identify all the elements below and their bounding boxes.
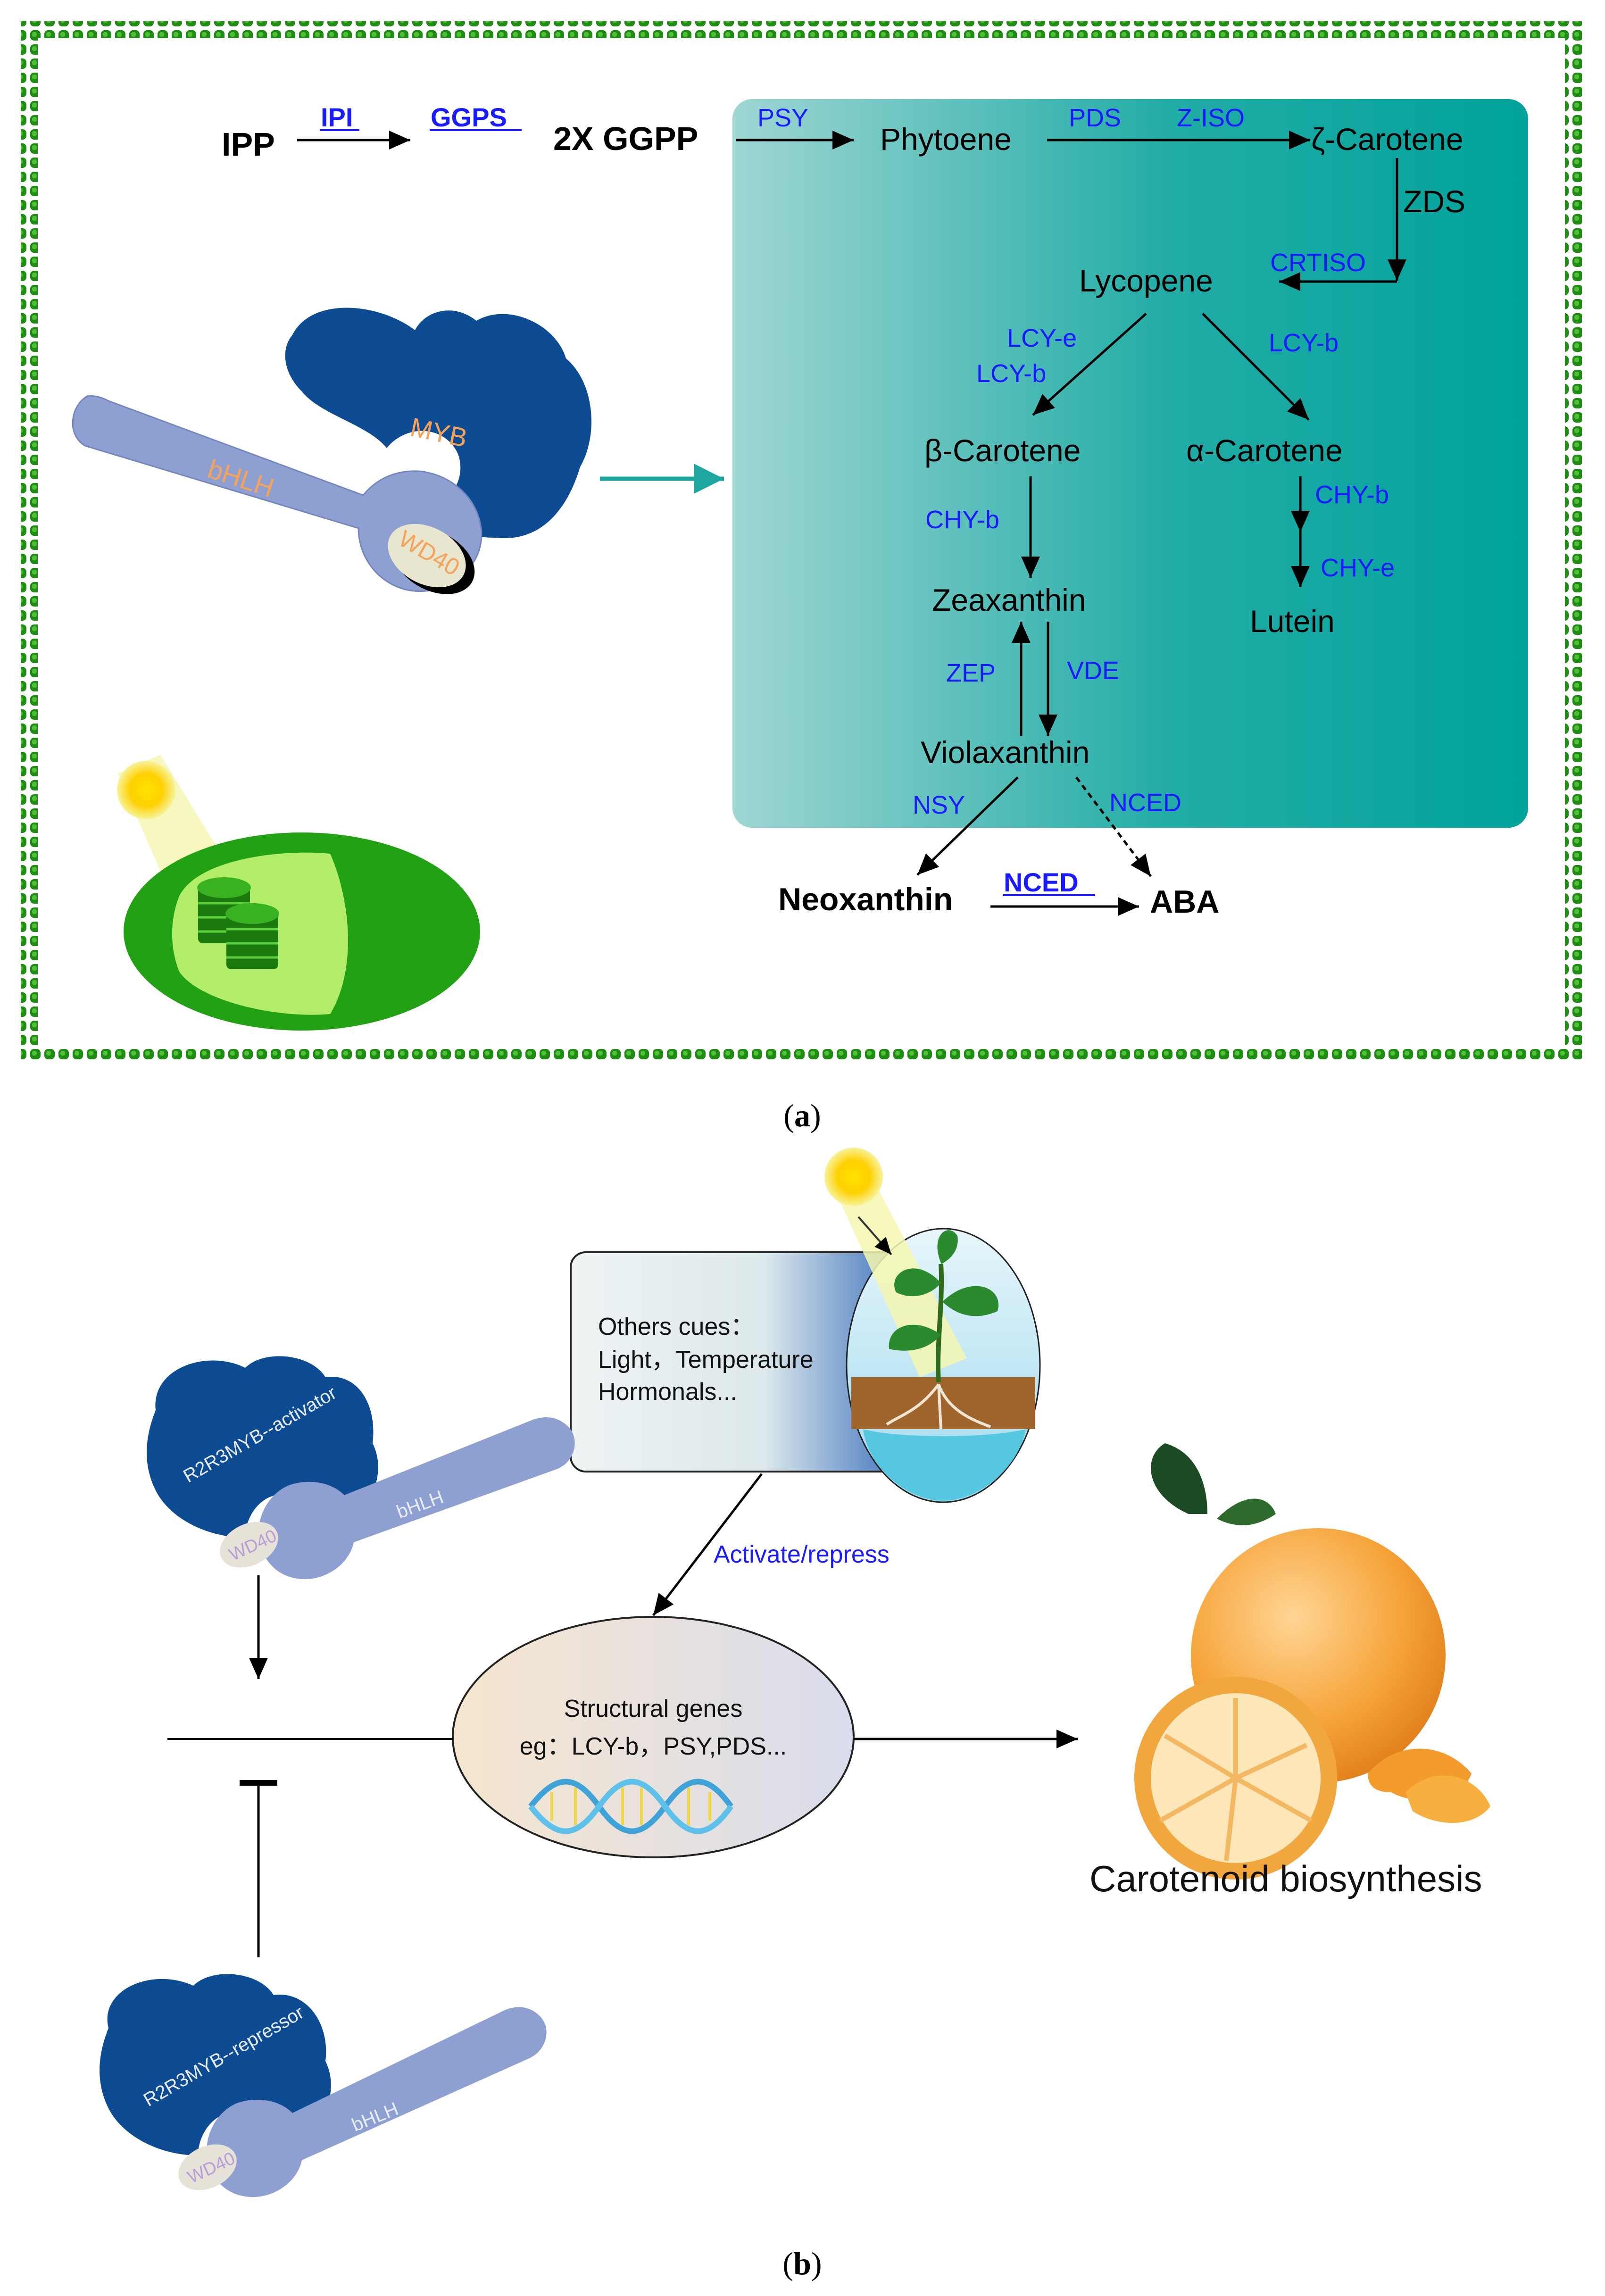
carotenoid-biosynthesis-label: Carotenoid biosynthesis [1089,1858,1482,1899]
sun-icon [824,1148,883,1206]
grana-stack-icon [197,877,279,969]
zeaxanthin-label: Zeaxanthin [932,582,1086,617]
panel-a: IPP IPI GGPS 2X GGPP PSY Phytoene PDS Z-… [21,21,1582,1063]
activate-repress-label: Activate/repress [714,1541,890,1568]
nced-label: NCED [1004,867,1079,897]
sun-ray-beam [830,1160,967,1377]
ipi-label: IPI [321,102,353,132]
activator-wd40-shape [220,1522,278,1568]
dna-helix-icon [528,1779,733,1834]
cues-line3: Hormonals... [598,1378,737,1406]
cues-line1: Others cues： [598,1313,755,1340]
activator-bhlh-shape [258,1417,575,1580]
orange-fruit-illustration [1134,1443,1490,1880]
pds-label: PDS [1069,104,1121,132]
chyb-right-label: CHY-b [1315,481,1389,509]
beta-carotene-label: β-Carotene [924,433,1081,468]
lcye-label: LCY-e [1007,324,1077,352]
activate-repress-arrow [652,1473,763,1616]
ggpp-label: 2X GGPP [553,120,698,157]
chye-label: CHY-e [1321,554,1395,582]
myb-protein-shape [285,308,591,539]
structural-genes-line1: Structural genes [564,1695,743,1722]
repressor-wd40-shape [178,2144,237,2190]
caption-b: (b) [782,2246,822,2281]
nced-dashed-arrow [1075,776,1152,877]
aba-label: ABA [1150,884,1219,920]
lcyb-left-label: LCY-b [976,359,1046,388]
caption-a: (a) [783,1098,821,1133]
zds-label: ZDS [1403,184,1465,219]
lycopene-label: Lycopene [1079,263,1213,298]
chyb-left-label: CHY-b [925,506,999,534]
crtiso-label: CRTISO [1270,249,1366,277]
ipp-label: IPP [222,126,275,163]
lcyb-right-label: LCY-b [1269,329,1339,357]
bhlh-protein-shape [72,395,482,592]
neoxanthin-label: Neoxanthin [778,882,953,917]
violaxanthin-label: Violaxanthin [921,735,1089,770]
chloroplast-illustration [117,755,480,1031]
nsy-label: NSY [913,791,965,819]
psy-label: PSY [757,104,808,132]
wd40-protein-shape [388,524,466,588]
structural-genes-line2: eg：LCY-b，PSY,PDS... [520,1733,787,1760]
repressor-bhlh-shape [207,2007,547,2197]
plant-illustration [824,1148,1041,1503]
phytoene-label: Phytoene [880,122,1012,157]
lycopene-to-beta-arrow [1032,313,1147,416]
cell-wall-border [21,21,1582,1063]
zeta-carotene-label: ζ-Carotene [1311,122,1464,157]
nced-dashed-label: NCED [1109,789,1181,817]
repressor-complex: R2R3MYB--repressor bHLH WD40 [100,1974,547,2197]
panel-b: Others cues： Light，Temperature Hormonals… [100,1148,1490,2197]
ziso-label: Z-ISO [1177,104,1245,132]
cues-line2: Light，Temperature [598,1346,814,1373]
sun-icon [117,761,175,819]
myb-bhlh-wd40-complex: MYB bHLH WD40 [72,308,591,594]
lycopene-to-alpha-arrow [1202,313,1310,421]
alpha-carotene-label: α-Carotene [1186,433,1343,468]
nsy-arrow [916,776,1019,876]
vde-label: VDE [1067,657,1119,685]
lutein-label: Lutein [1250,604,1335,639]
ggps-label: GGPS [431,102,507,132]
activator-complex: R2R3MYB--activator bHLH WD40 [147,1356,575,1580]
zep-label: ZEP [946,659,996,687]
